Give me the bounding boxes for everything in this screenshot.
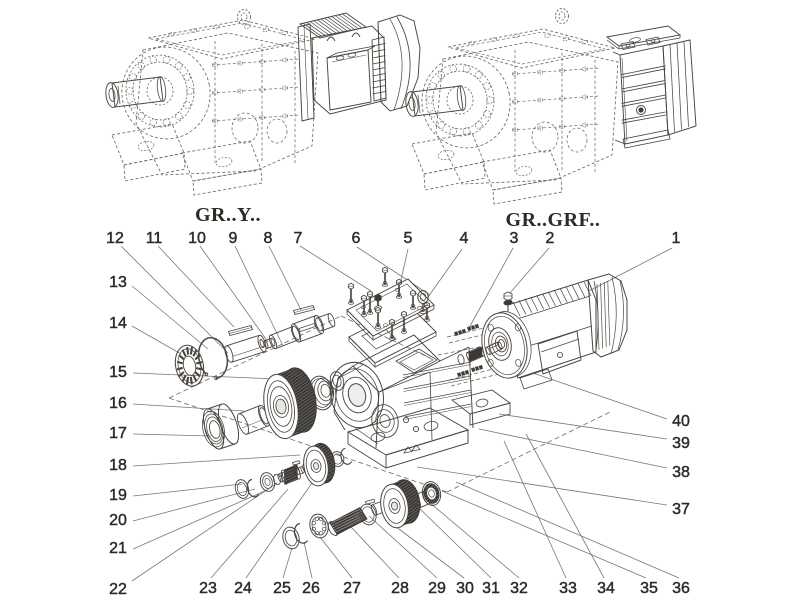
svg-text:30: 30 xyxy=(456,580,474,597)
svg-text:34: 34 xyxy=(597,580,615,597)
svg-text:13: 13 xyxy=(109,274,127,291)
svg-text:32: 32 xyxy=(510,580,528,597)
svg-text:8: 8 xyxy=(264,230,273,247)
svg-text:27: 27 xyxy=(343,580,361,597)
svg-text:GR..GRF..: GR..GRF.. xyxy=(506,209,601,231)
svg-text:14: 14 xyxy=(109,315,127,332)
svg-text:11: 11 xyxy=(146,230,163,247)
svg-text:36: 36 xyxy=(672,580,690,597)
svg-text:17: 17 xyxy=(109,425,127,442)
svg-text:37: 37 xyxy=(672,501,690,518)
svg-text:GR..Y..: GR..Y.. xyxy=(195,204,261,226)
svg-text:22: 22 xyxy=(109,581,127,598)
svg-text:3: 3 xyxy=(510,230,519,247)
svg-text:7: 7 xyxy=(294,230,303,247)
svg-text:5: 5 xyxy=(404,230,413,247)
svg-text:16: 16 xyxy=(109,395,127,412)
svg-text:24: 24 xyxy=(234,580,252,597)
svg-text:40: 40 xyxy=(672,413,690,430)
svg-text:20: 20 xyxy=(109,512,127,529)
svg-text:38: 38 xyxy=(672,464,690,481)
svg-text:25: 25 xyxy=(273,580,291,597)
svg-text:6: 6 xyxy=(352,230,361,247)
svg-text:28: 28 xyxy=(391,580,409,597)
svg-text:2: 2 xyxy=(546,230,555,247)
svg-text:31: 31 xyxy=(482,580,500,597)
svg-text:12: 12 xyxy=(106,230,124,247)
svg-text:1: 1 xyxy=(672,230,681,247)
svg-text:26: 26 xyxy=(302,580,320,597)
svg-text:10: 10 xyxy=(188,230,206,247)
svg-text:19: 19 xyxy=(109,487,127,504)
svg-text:23: 23 xyxy=(199,580,217,597)
svg-text:39: 39 xyxy=(672,435,690,452)
svg-text:21: 21 xyxy=(109,540,127,557)
svg-text:4: 4 xyxy=(460,230,469,247)
svg-text:18: 18 xyxy=(109,457,127,474)
svg-text:33: 33 xyxy=(559,580,577,597)
svg-text:9: 9 xyxy=(229,230,238,247)
svg-text:29: 29 xyxy=(428,580,446,597)
svg-text:15: 15 xyxy=(109,364,127,381)
svg-text:35: 35 xyxy=(640,580,658,597)
